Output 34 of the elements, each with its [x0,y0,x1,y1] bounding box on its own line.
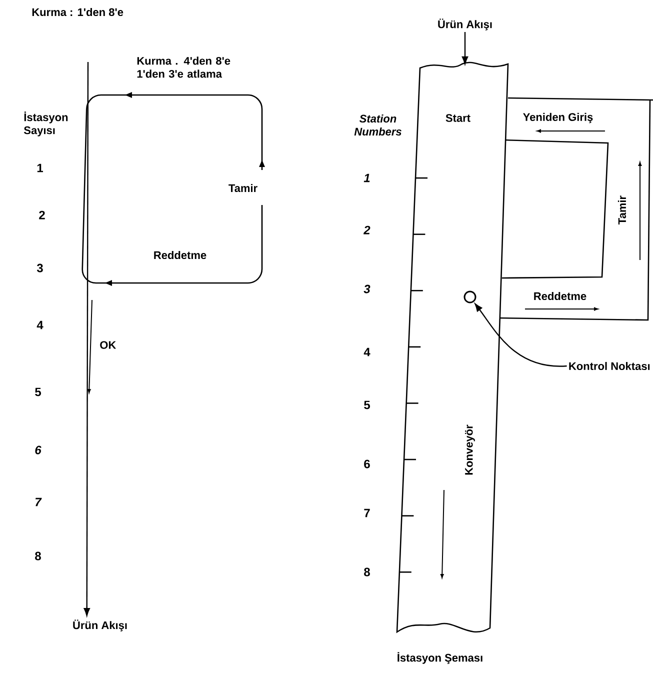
station-number: 3 [36,264,43,272]
station-number: 2 [39,210,45,220]
station-number: 2 [363,226,370,234]
loop-label: Reddetme [154,250,206,260]
station-number: 3 [364,284,370,294]
flow-label: Ürün Akışı [438,18,492,30]
station-number: 8 [364,568,370,576]
caption: İstasyon Şeması [398,652,482,664]
channel-label: Reddetme [534,292,586,300]
arrow-label: OK [100,341,116,349]
station-number: 7 [364,508,370,518]
station-number: 6 [364,460,370,468]
checkpoint-circle [464,290,476,304]
channel-label: Tamir [618,196,626,224]
station-number: 1 [37,164,43,172]
station-number: 7 [36,498,42,506]
station-number: 4 [36,320,44,330]
flow-label: Ürün Akışı [73,620,127,632]
flow-line [84,62,90,616]
axis-label: Station Numbers [354,114,402,136]
title: Kurma : 1'den 8'e [32,8,124,16]
channel-label: Yeniden Giriş [523,112,593,124]
station-number: 8 [35,552,41,560]
loop-label: Tamir [228,184,258,192]
station-number: 5 [35,388,41,396]
station-number: 5 [364,400,370,410]
axis-label: İstasyon Sayısı [24,112,68,136]
station-number: 6 [35,446,42,454]
leader-line [474,303,567,367]
note: Kurma . 4'den 8'e 1'den 3'e atlama [137,56,230,78]
arrow [462,32,468,64]
callout-label: Kontrol Noktası [569,362,650,370]
station-number: 4 [364,348,370,356]
station-number: 1 [364,174,370,182]
